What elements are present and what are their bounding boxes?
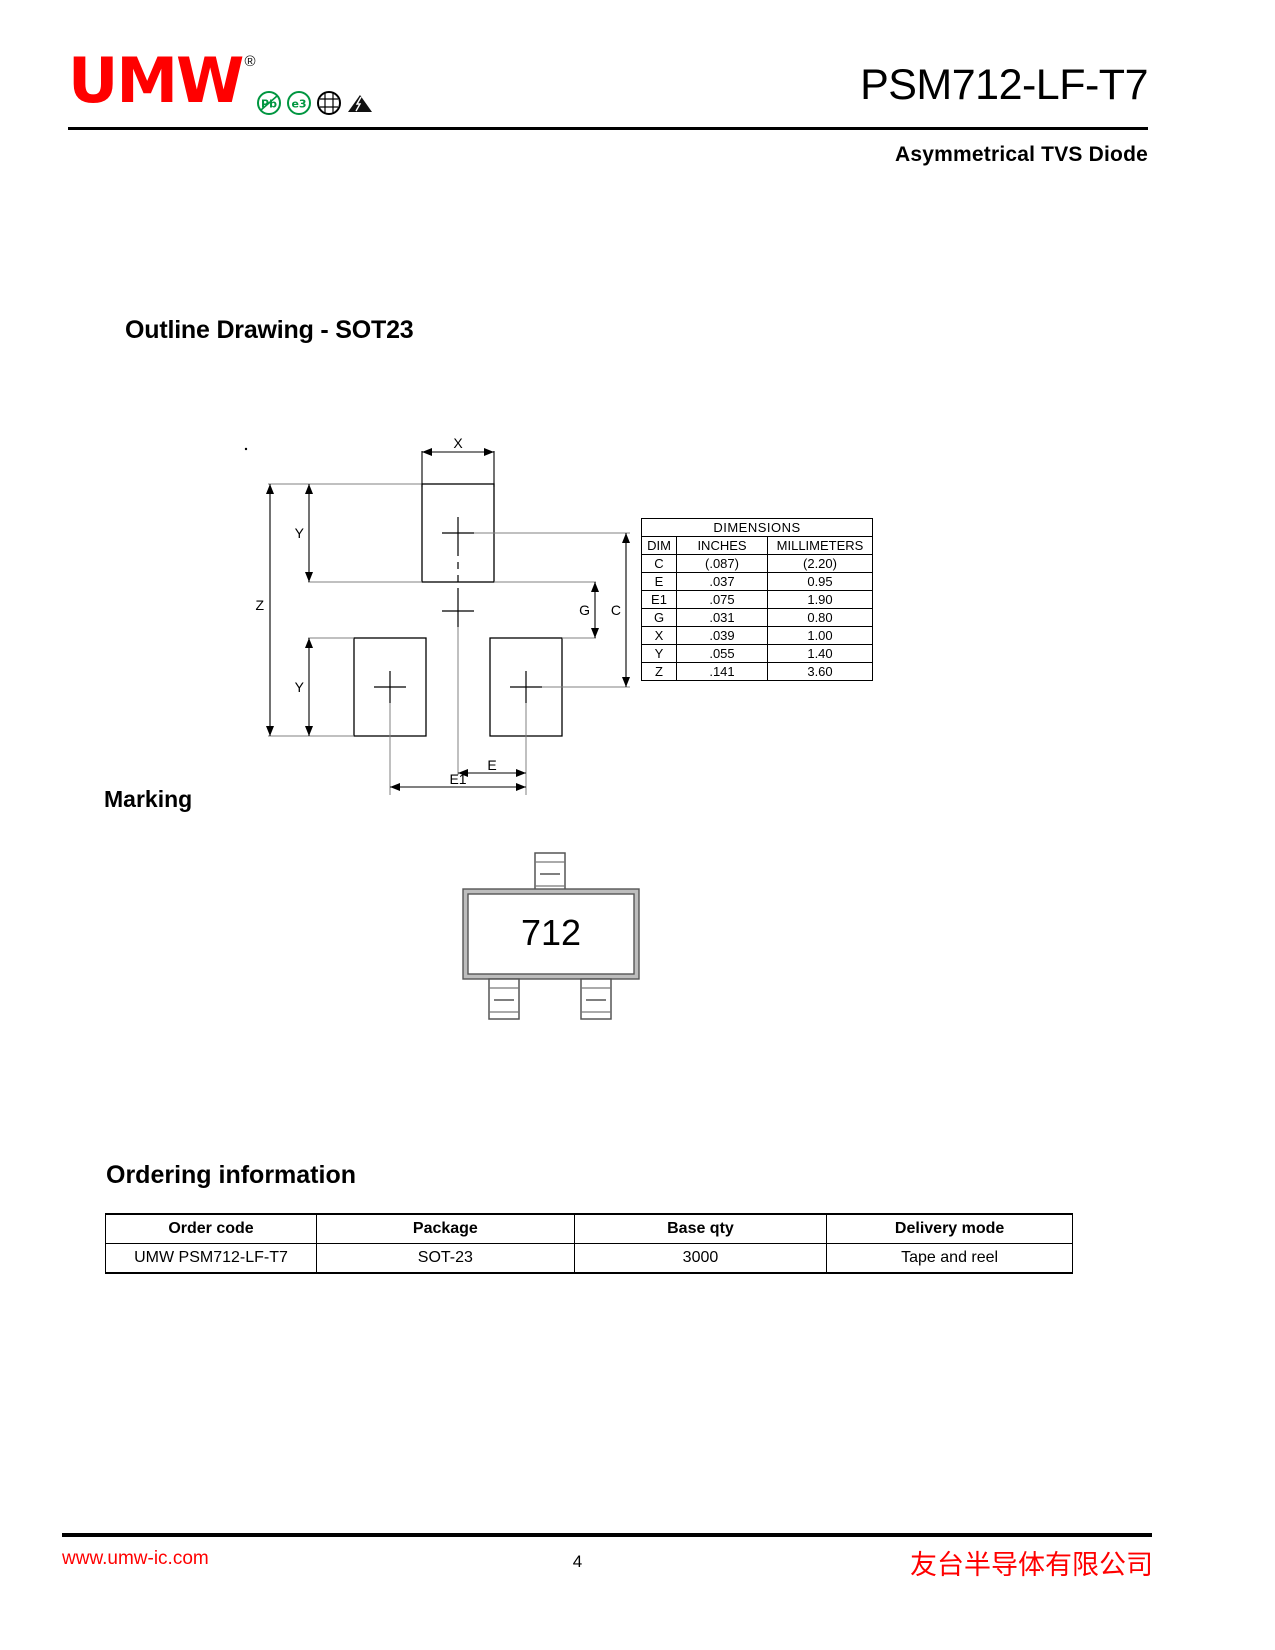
dim-label-g: G: [579, 602, 590, 618]
footer-company-name: 友台半导体有限公司: [910, 1550, 1153, 1581]
dimensions-table: DIMENSIONS DIM INCHES MILLIMETERS C (.08…: [641, 518, 873, 681]
dim-col-header-inches: INCHES: [676, 536, 768, 555]
table-row: X .039 1.00: [641, 626, 873, 645]
dimensions-table-title-row: DIMENSIONS: [641, 518, 873, 537]
dim-cell-mm: 3.60: [767, 662, 873, 681]
lead-pin-1: [488, 978, 520, 1020]
order-cell-base-qty: 3000: [573, 1243, 828, 1274]
halogen-free-icon: [316, 90, 342, 116]
order-cell-order-code: UMW PSM712-LF-T7: [104, 1243, 318, 1274]
dimensions-table-header-row: DIM INCHES MILLIMETERS: [641, 536, 873, 555]
e3-icon: e3: [286, 90, 312, 116]
dim-cell-name: C: [641, 554, 677, 573]
order-cell-delivery-mode: Tape and reel: [826, 1243, 1073, 1274]
order-col-header-order-code: Order code: [104, 1213, 318, 1244]
dim-cell-name: G: [641, 608, 677, 627]
certification-icons: Pb e3: [256, 90, 374, 116]
table-row: E1 .075 1.90: [641, 590, 873, 609]
package-marking-drawing: 712: [455, 845, 655, 1025]
pb-free-icon: Pb: [256, 90, 282, 116]
footprint-svg: X Y Y Z: [244, 435, 630, 795]
ordering-table-header-row: Order code Package Base qty Delivery mod…: [104, 1213, 1073, 1244]
page-title: PSM712-LF-T7: [860, 61, 1148, 109]
esd-icon: [346, 90, 374, 116]
dim-label-e1: E1: [449, 771, 466, 787]
header-divider: [68, 127, 1148, 130]
dim-cell-inches: .031: [676, 608, 768, 627]
outline-drawing-heading: Outline Drawing - SOT23: [125, 316, 414, 344]
order-col-header-delivery-mode: Delivery mode: [826, 1213, 1073, 1244]
table-row: Y .055 1.40: [641, 644, 873, 663]
footer-page-number: 4: [572, 1552, 583, 1571]
dim-cell-inches: .055: [676, 644, 768, 663]
dim-cell-mm: 1.40: [767, 644, 873, 663]
registered-trademark-icon: ®: [244, 53, 256, 70]
dim-cell-inches: .039: [676, 626, 768, 645]
dim-label-y-bottom: Y: [295, 679, 305, 695]
dim-label-c: C: [611, 602, 621, 618]
dim-cell-name: E: [641, 572, 677, 591]
order-col-header-base-qty: Base qty: [573, 1213, 828, 1244]
dim-cell-name: Z: [641, 662, 677, 681]
table-row: Z .141 3.60: [641, 662, 873, 681]
footer-divider: [62, 1533, 1152, 1537]
marking-code: 712: [521, 912, 581, 953]
dim-cell-mm: 0.95: [767, 572, 873, 591]
dim-label-y-top: Y: [295, 525, 305, 541]
dim-col-header-dim: DIM: [641, 536, 677, 555]
lead-pin-2: [580, 978, 612, 1020]
dim-col-header-mm: MILLIMETERS: [767, 536, 873, 555]
dim-cell-inches: .141: [676, 662, 768, 681]
dim-cell-name: E1: [641, 590, 677, 609]
dim-cell-mm: 1.00: [767, 626, 873, 645]
dim-cell-inches: .037: [676, 572, 768, 591]
table-row: C (.087) (2.20): [641, 554, 873, 573]
table-row: E .037 0.95: [641, 572, 873, 591]
page-subtitle: Asymmetrical TVS Diode: [895, 143, 1148, 166]
table-row: G .031 0.80: [641, 608, 873, 627]
dim-cell-inches: (.087): [676, 554, 768, 573]
drawing-origin-dot: [244, 447, 248, 451]
order-cell-package: SOT-23: [316, 1243, 575, 1274]
dim-label-x: X: [453, 435, 463, 451]
dim-cell-name: X: [641, 626, 677, 645]
lead-pin-3: [534, 852, 566, 894]
page-header: UMW ® Pb e3: [68, 42, 1148, 132]
sot23-footprint-drawing: X Y Y Z: [230, 405, 630, 795]
ordering-information-table: Order code Package Base qty Delivery mod…: [104, 1213, 1073, 1274]
dim-cell-inches: .075: [676, 590, 768, 609]
dim-cell-mm: (2.20): [767, 554, 873, 573]
dim-cell-mm: 1.90: [767, 590, 873, 609]
logo-wordmark: UMW: [68, 44, 244, 117]
dim-label-e: E: [487, 757, 496, 773]
dim-cell-name: Y: [641, 644, 677, 663]
umw-logo: UMW ®: [68, 50, 256, 112]
order-col-header-package: Package: [316, 1213, 575, 1244]
dimensions-table-title: DIMENSIONS: [641, 518, 873, 537]
svg-text:e3: e3: [291, 98, 306, 111]
dim-cell-mm: 0.80: [767, 608, 873, 627]
table-row: UMW PSM712-LF-T7 SOT-23 3000 Tape and re…: [104, 1243, 1073, 1274]
footer-website-link[interactable]: www.umw-ic.com: [62, 1548, 209, 1569]
dim-label-z: Z: [255, 597, 264, 613]
marking-heading: Marking: [104, 786, 193, 812]
marking-svg: 712: [462, 852, 640, 1020]
ordering-information-heading: Ordering information: [106, 1161, 356, 1189]
